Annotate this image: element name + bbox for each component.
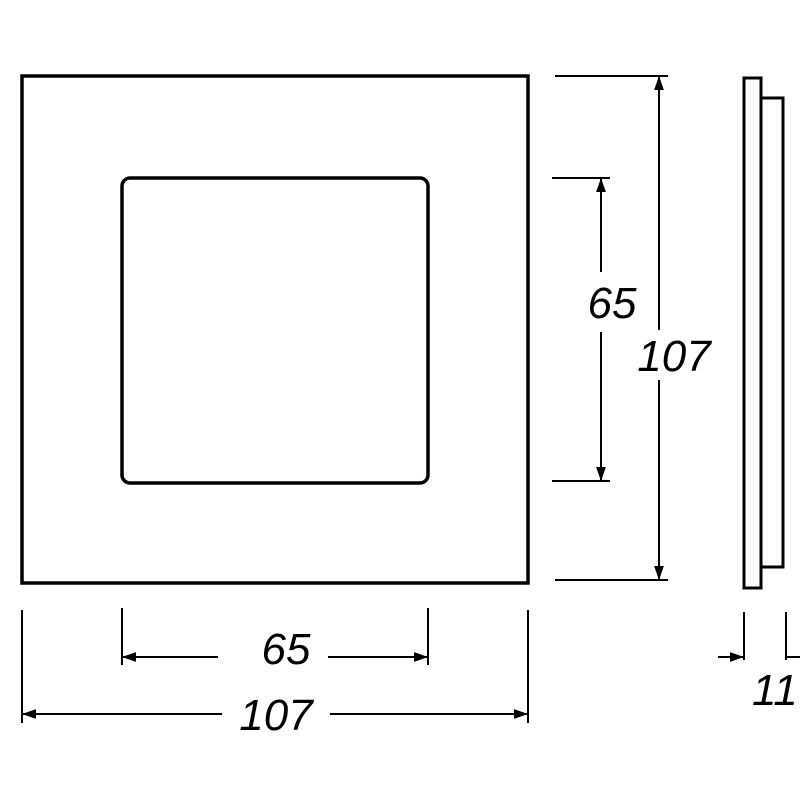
side-view: 11	[718, 76, 800, 715]
outer-frame	[20, 74, 530, 585]
depth-label: 11	[752, 666, 798, 715]
side-frame-plate	[742, 76, 763, 590]
outer-width-label: 107	[239, 691, 314, 740]
inner-width-dimension: 65	[121, 608, 429, 674]
inner-height-label: 65	[588, 279, 637, 328]
outer-height-dimension: 107	[555, 75, 712, 581]
outer-width-dimension: 107	[21, 610, 529, 740]
side-insert-plate	[759, 96, 785, 569]
inner-opening	[120, 176, 430, 485]
outer-height-label: 107	[637, 332, 712, 381]
inner-width-label: 65	[262, 625, 311, 674]
inner-height-dimension: 65	[552, 177, 637, 482]
